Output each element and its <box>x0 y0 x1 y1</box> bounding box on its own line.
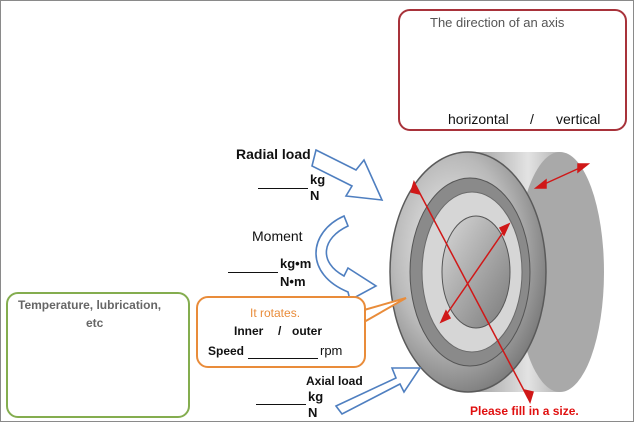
radial-n-unit: N <box>310 188 320 203</box>
dimension-arrows <box>410 163 591 405</box>
axial-kg-unit: kg <box>308 389 324 404</box>
axial-n-unit: N <box>308 405 318 420</box>
axial-load-arrow <box>334 367 422 416</box>
inner-diameter-arrow <box>443 227 507 319</box>
axis-direction-box: The direction of an axis horizontal / ve… <box>398 9 627 131</box>
temperature-label-line1: Temperature, lubrication, <box>18 298 162 312</box>
axial-kg-blank[interactable] <box>256 390 306 405</box>
axis-separator: / <box>530 111 534 127</box>
axial-load-title: Axial load <box>306 374 363 388</box>
inner-option[interactable]: Inner <box>234 324 264 338</box>
width-arrow <box>539 165 585 187</box>
speed-blank[interactable] <box>248 344 318 359</box>
outer-diameter-arrow <box>415 185 529 399</box>
outer-option[interactable]: outer <box>292 324 322 338</box>
moment-title: Moment <box>252 228 303 244</box>
temperature-lubrication-box[interactable]: Temperature, lubrication, etc <box>6 292 190 418</box>
moment-kgm-unit: kg•m <box>280 256 312 271</box>
bearing-back-face <box>516 152 604 392</box>
radial-load-arrow <box>311 148 384 201</box>
radial-kg-unit: kg <box>310 172 326 187</box>
horizontal-option[interactable]: horizontal <box>448 111 509 127</box>
rotation-box: It rotates. Inner / outer Speed rpm <box>196 296 366 368</box>
fill-in-size-note: Please fill in a size. <box>470 404 579 418</box>
vertical-option[interactable]: vertical <box>556 111 601 127</box>
large-bearing-image <box>389 151 604 393</box>
moment-kgm-blank[interactable] <box>228 258 278 273</box>
radial-kg-blank[interactable] <box>258 174 308 189</box>
speed-unit: rpm <box>320 343 343 358</box>
axis-box-title: The direction of an axis <box>430 15 565 30</box>
radial-load-title: Radial load <box>236 146 311 162</box>
rotate-separator: / <box>278 324 282 338</box>
load-arrows <box>311 148 422 416</box>
speed-label: Speed <box>208 344 245 358</box>
rotate-title: It rotates. <box>250 306 301 320</box>
moment-arrow <box>315 214 378 302</box>
temperature-label-line2: etc <box>86 316 104 330</box>
moment-nm-unit: N•m <box>280 274 306 289</box>
